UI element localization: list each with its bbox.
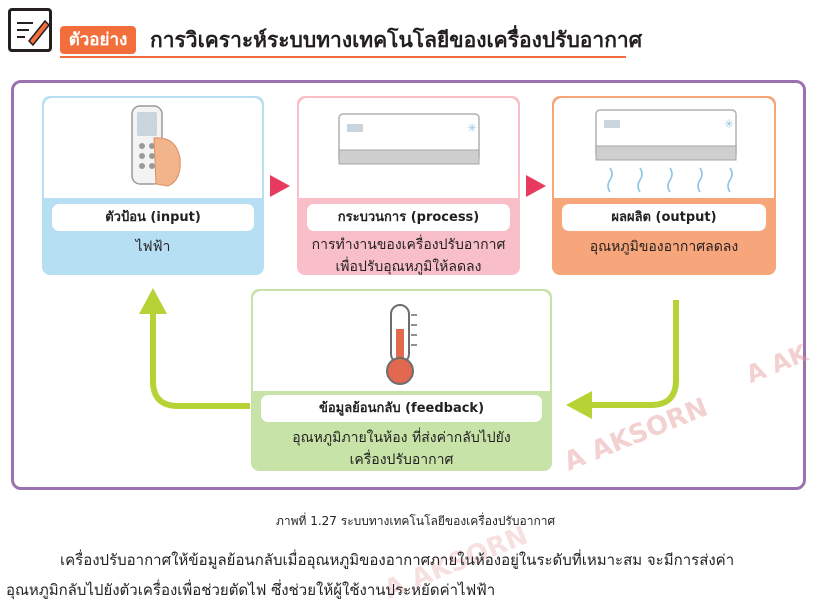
process-description-line2: เพื่อปรับอุณหภูมิให้ลดลง: [335, 259, 482, 275]
arrow-process-to-output: [526, 175, 546, 197]
input-card: ตัวป้อน (input) ไฟฟ้า: [42, 96, 264, 275]
process-description-line1: การทำงานของเครื่องปรับอากาศ: [311, 237, 506, 253]
output-card: ✳ ผลผลิต (output) อุณหภูมิของอากาศลดลง: [552, 96, 776, 275]
arrow-feedback-to-input: [139, 288, 250, 409]
svg-text:✳: ✳: [724, 117, 734, 131]
process-card: ✳ กระบวนการ (process) การทำงานของเครื่อง…: [297, 96, 520, 275]
remote-control-hand-icon: [44, 98, 262, 198]
input-description: ไฟฟ้า: [135, 239, 171, 255]
air-conditioner-cold-air-icon: ✳: [554, 98, 774, 198]
feedback-description-line1: อุณหภูมิภายในห้อง ที่ส่งค่ากลับไปยัง: [292, 430, 511, 446]
figure-caption: ภาพที่ 1.27 ระบบทางเทคโนโลยีของเครื่องปร…: [275, 514, 556, 528]
pencil-note-icon: [8, 8, 52, 52]
output-label: ผลผลิต (output): [562, 204, 766, 231]
feedback-label: ข้อมูลย้อนกลับ (feedback): [261, 395, 542, 422]
feedback-card: ข้อมูลย้อนกลับ (feedback) อุณหภูมิภายในห…: [251, 289, 552, 471]
output-description: อุณหภูมิของอากาศลดลง: [589, 239, 739, 255]
paragraph-line1: เครื่องปรับอากาศให้ข้อมูลย้อนกลับเมื่ออุ…: [60, 551, 735, 569]
feedback-description-line2: เครื่องปรับอากาศ: [349, 452, 454, 468]
thermometer-icon: [253, 291, 550, 391]
arrow-output-to-feedback: [566, 300, 679, 419]
process-label: กระบวนการ (process): [307, 204, 510, 231]
svg-text:✳: ✳: [467, 121, 477, 135]
page-title: การวิเคราะห์ระบบทางเทคโนโลยีของเครื่องปร…: [150, 28, 643, 52]
example-badge: ตัวอย่าง: [60, 26, 136, 54]
air-conditioner-icon: ✳: [299, 98, 518, 198]
paragraph-line2: อุณหภูมิกลับไปยังตัวเครื่องเพื่อช่วยตัดไ…: [6, 581, 496, 599]
input-label: ตัวป้อน (input): [52, 204, 254, 231]
title-underline: [60, 56, 626, 58]
arrow-input-to-process: [270, 175, 290, 197]
